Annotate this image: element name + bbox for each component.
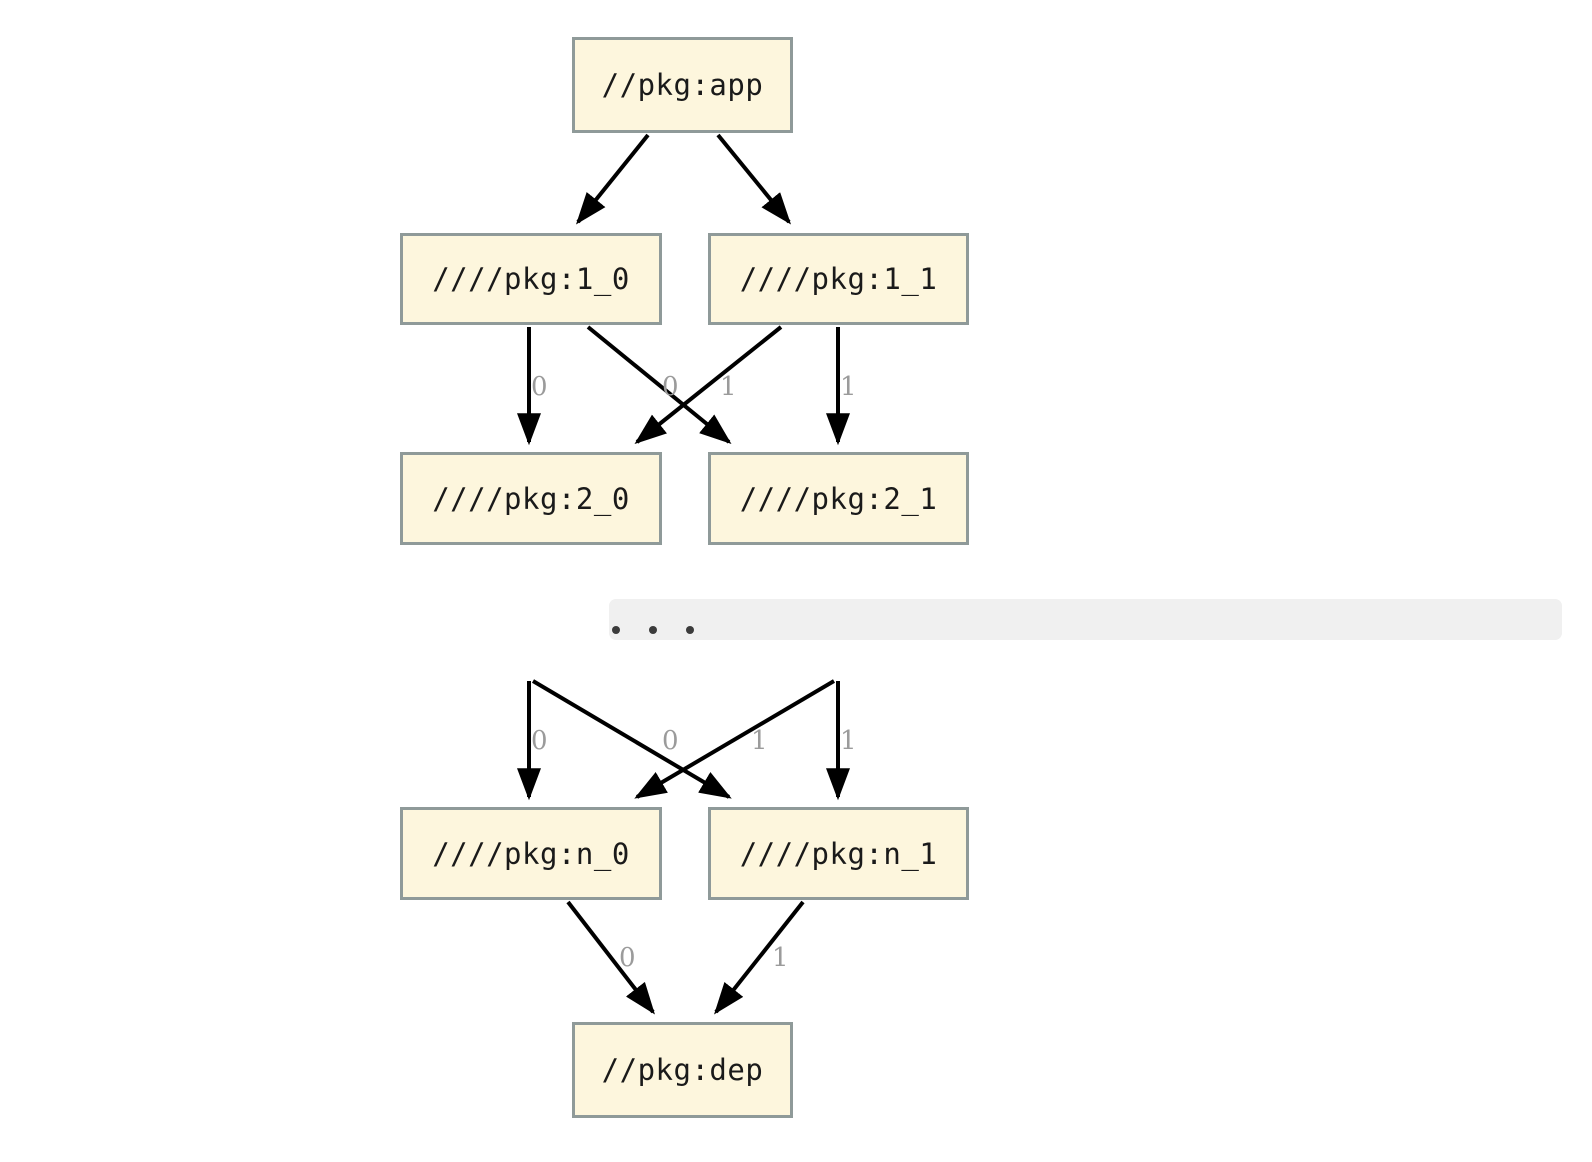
node-pkg-2_0[interactable]: ////pkg:2_0: [400, 452, 662, 545]
edge-1_1-to-2_0: [634, 325, 783, 444]
edge-app-to-1_0: [575, 133, 650, 225]
edge-label-above-n_1: 0: [662, 726, 679, 756]
node-label: //pkg:app: [601, 68, 764, 102]
node-label: ////pkg:n_0: [432, 836, 630, 871]
edge-above-to-n_0-cross: [634, 679, 836, 799]
edge-1_0-to-2_1: [586, 325, 732, 445]
edge-above-to-n_1: [531, 679, 732, 799]
node-label: ////pkg:n_1: [739, 836, 938, 871]
edge-label-above-n_0: 0: [531, 726, 548, 756]
edge-label-1_1-2_0: 1: [720, 372, 737, 402]
ellipsis-separator-band: [609, 599, 1562, 640]
edge-n_1-to-dep: [714, 900, 805, 1015]
edge-n_0-to-dep: [566, 900, 655, 1015]
edge-app-to-1_1: [716, 133, 792, 225]
node-label: ////pkg:2_0: [432, 481, 630, 516]
edge-label-above-n_1-straight: 1: [840, 726, 857, 756]
node-label: ////pkg:1_1: [739, 262, 938, 296]
ellipsis-dots: [612, 626, 694, 634]
edge-label-1_0-2_1: 0: [662, 372, 679, 402]
node-pkg-n_0[interactable]: ////pkg:n_0: [400, 807, 662, 900]
node-dep[interactable]: //pkg:dep: [572, 1022, 793, 1118]
node-app[interactable]: //pkg:app: [572, 37, 793, 133]
edge-label-n_0-dep: 0: [619, 943, 636, 973]
ellipsis-dot: [649, 626, 657, 634]
node-pkg-2_1[interactable]: ////pkg:2_1: [708, 452, 969, 545]
edge-label-n_1-dep: 1: [772, 943, 789, 973]
node-label: ////pkg:2_1: [739, 481, 938, 516]
edge-label-1_1-2_1: 1: [840, 372, 857, 402]
node-label: ////pkg:1_0: [432, 262, 630, 296]
node-pkg-1_1[interactable]: ////pkg:1_1: [708, 233, 969, 325]
ellipsis-dot: [612, 626, 620, 634]
node-label: //pkg:dep: [601, 1053, 764, 1087]
node-pkg-1_0[interactable]: ////pkg:1_0: [400, 233, 662, 325]
edge-label-above-n_0-cross: 1: [751, 726, 768, 756]
edge-label-1_0-2_0: 0: [531, 372, 548, 402]
node-pkg-n_1[interactable]: ////pkg:n_1: [708, 807, 969, 900]
ellipsis-dot: [686, 626, 694, 634]
